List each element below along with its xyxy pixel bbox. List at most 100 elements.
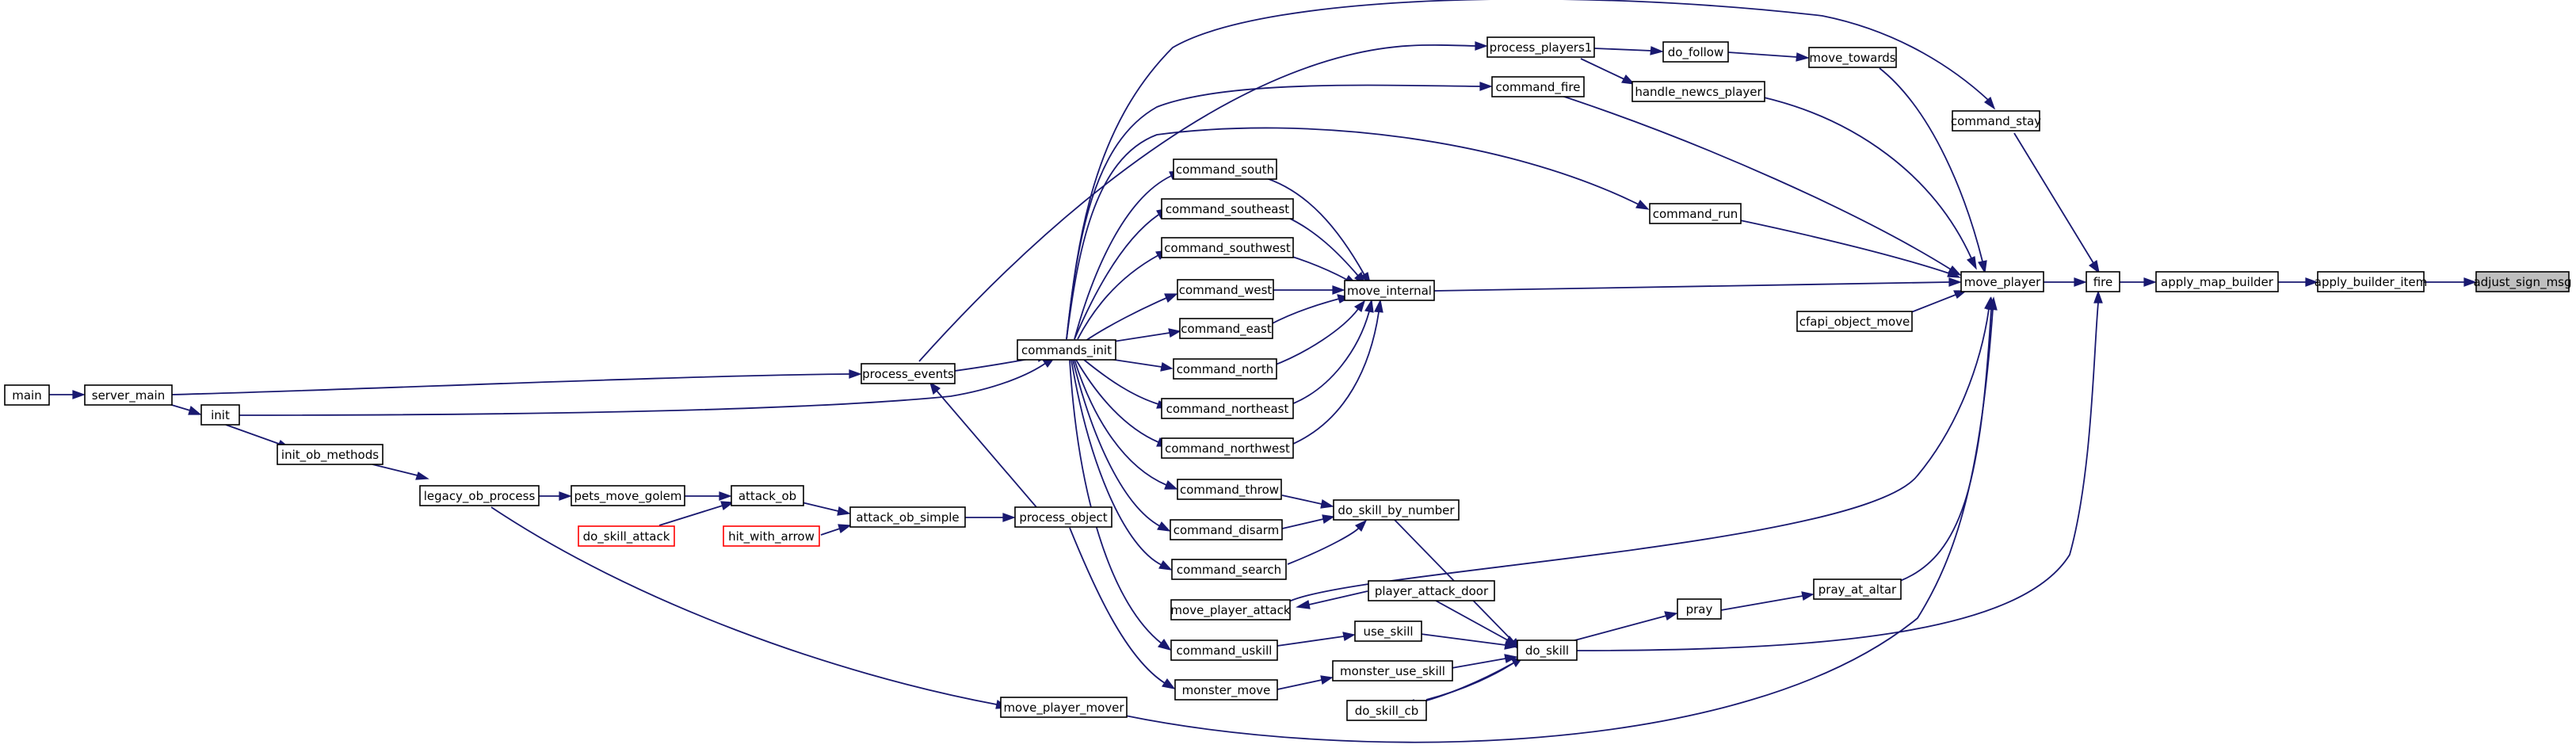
node-pets_move_golem[interactable]: pets_move_golem (571, 485, 685, 506)
edge-pets_move_golem-to-attack_ob (685, 491, 732, 501)
node-move_player_attack[interactable]: move_player_attack (1170, 599, 1291, 620)
edge-main-to-server_main (49, 390, 86, 399)
node-player_attack_door[interactable]: player_attack_door (1368, 580, 1495, 601)
edge-commands_init-to-command_fire (1066, 82, 1493, 340)
edge-commands_init-to-command_run (1066, 127, 1650, 340)
node-command_disarm[interactable]: command_disarm (1170, 519, 1283, 540)
node-label: command_run (1653, 207, 1738, 222)
node-label: pets_move_golem (574, 489, 681, 504)
node-do_skill_attack[interactable]: do_skill_attack (578, 525, 675, 547)
node-do_follow[interactable]: do_follow (1662, 41, 1729, 63)
node-init_ob_methods[interactable]: init_ob_methods (277, 444, 384, 465)
node-label: command_east (1181, 322, 1272, 337)
edge-apply_map_builder-to-apply_builder_item (2277, 277, 2318, 287)
edge-command_uskill-to-use_skill (1277, 632, 1356, 647)
node-command_fire[interactable]: command_fire (1491, 76, 1585, 97)
node-attack_ob_simple[interactable]: attack_ob_simple (849, 506, 966, 528)
node-apply_map_builder[interactable]: apply_map_builder (2155, 271, 2279, 292)
edge-commands_init-to-command_northeast (1083, 359, 1170, 409)
edge-move_internal-to-move_player (1433, 277, 1962, 292)
node-label: command_northeast (1166, 402, 1289, 417)
edge-do_skill_attack-to-attack_ob (658, 501, 735, 526)
node-label: command_southwest (1164, 241, 1291, 256)
edge-process_object-to-process_events (929, 381, 1037, 508)
node-command_north[interactable]: command_north (1173, 358, 1277, 380)
edge-player_attack_door-to-do_skill (1435, 600, 1519, 647)
node-label: move_towards (1809, 51, 1895, 66)
node-hit_with_arrow[interactable]: hit_with_arrow (723, 525, 820, 547)
node-command_run[interactable]: command_run (1649, 203, 1742, 224)
node-label: init (211, 408, 230, 422)
node-monster_move[interactable]: monster_move (1174, 679, 1278, 701)
edge-move_player-to-fire (2043, 277, 2087, 287)
node-monster_use_skill[interactable]: monster_use_skill (1332, 660, 1453, 682)
edge-command_north-to-move_internal (1271, 300, 1366, 367)
node-pray[interactable]: pray (1677, 598, 1722, 620)
node-move_towards[interactable]: move_towards (1808, 47, 1897, 68)
node-command_stay[interactable]: command_stay (1951, 110, 2041, 132)
node-label: player_attack_door (1375, 584, 1489, 599)
node-command_search[interactable]: command_search (1171, 559, 1287, 580)
edge-command_throw-to-do_skill_by_number (1281, 494, 1334, 509)
node-legacy_ob_process[interactable]: legacy_ob_process (419, 485, 540, 506)
edge-command_fire-to-move_player (1559, 94, 1962, 276)
node-command_uskill[interactable]: command_uskill (1170, 640, 1278, 661)
node-move_player_mover[interactable]: move_player_mover (1000, 697, 1128, 718)
edge-do_skill-to-pray (1568, 611, 1678, 643)
node-command_east[interactable]: command_east (1179, 318, 1273, 339)
edge-command_southeast-to-move_internal (1284, 216, 1365, 286)
edge-commands_init-to-command_throw (1074, 359, 1178, 490)
node-label: fire (2093, 275, 2113, 289)
node-do_skill_by_number[interactable]: do_skill_by_number (1333, 499, 1460, 521)
node-process_players1[interactable]: process_players1 (1486, 36, 1595, 58)
node-process_events[interactable]: process_events (861, 363, 956, 384)
node-adjust_sign_msg[interactable]: adjust_sign_msg (2473, 271, 2572, 292)
node-label: command_northwest (1165, 441, 1290, 456)
node-label: command_south (1176, 162, 1274, 178)
node-label: adjust_sign_msg (2473, 275, 2571, 290)
node-attack_ob[interactable]: attack_ob (731, 485, 804, 506)
node-pray_at_altar[interactable]: pray_at_altar (1813, 578, 1902, 600)
node-init[interactable]: init (200, 404, 240, 426)
node-label: command_north (1177, 362, 1274, 377)
edge-monster_use_skill-to-do_skill (1451, 654, 1518, 669)
node-label: do_skill_cb (1355, 704, 1418, 719)
node-main[interactable]: main (4, 384, 50, 406)
node-process_object[interactable]: process_object (1014, 506, 1112, 528)
node-commands_init[interactable]: commands_init (1017, 339, 1116, 361)
edge-init_ob_methods-to-legacy_ob_process (372, 464, 429, 480)
node-command_northwest[interactable]: command_northwest (1161, 437, 1294, 459)
node-label: command_fire (1496, 80, 1581, 95)
node-apply_builder_item[interactable]: apply_builder_item (2315, 271, 2427, 292)
node-command_southwest[interactable]: command_southwest (1161, 237, 1294, 258)
node-command_northeast[interactable]: command_northeast (1161, 398, 1294, 419)
edge-apply_builder_item-to-adjust_sign_msg (2423, 277, 2477, 287)
edge-pray_at_altar-to-move_player (1899, 296, 1996, 582)
node-label: command_throw (1180, 483, 1279, 498)
edge-player_attack_door-to-move_player_attack (1296, 590, 1368, 609)
edge-process_object-to-monster_move (1069, 527, 1176, 689)
node-command_west[interactable]: command_west (1177, 279, 1274, 300)
edge-command_run-to-move_player (1739, 220, 1961, 278)
node-label: pray (1686, 602, 1713, 617)
node-fire[interactable]: fire (2086, 271, 2120, 292)
node-do_skill_cb[interactable]: do_skill_cb (1346, 700, 1427, 721)
node-label: pray_at_altar (1818, 582, 1897, 598)
node-handle_newcs_player[interactable]: handle_newcs_player (1631, 81, 1765, 102)
node-do_skill[interactable]: do_skill (1517, 640, 1578, 661)
node-use_skill[interactable]: use_skill (1354, 620, 1422, 642)
node-move_internal[interactable]: move_internal (1344, 280, 1435, 301)
node-server_main[interactable]: server_main (84, 384, 173, 406)
node-label: main (12, 388, 41, 403)
node-command_throw[interactable]: command_throw (1177, 479, 1282, 500)
node-command_south[interactable]: command_south (1173, 158, 1277, 180)
node-label: command_uskill (1177, 643, 1273, 659)
call-graph-nodes: adjust_sign_msg apply_builder_item apply… (4, 36, 2572, 721)
edge-commands_init-to-command_west (1085, 293, 1178, 342)
edge-use_skill-to-do_skill (1420, 633, 1518, 650)
node-command_southeast[interactable]: command_southeast (1161, 198, 1294, 220)
node-move_player[interactable]: move_player (1960, 271, 2044, 292)
node-cfapi_object_move[interactable]: cfapi_object_move (1796, 311, 1913, 332)
node-label: hit_with_arrow (728, 529, 815, 544)
